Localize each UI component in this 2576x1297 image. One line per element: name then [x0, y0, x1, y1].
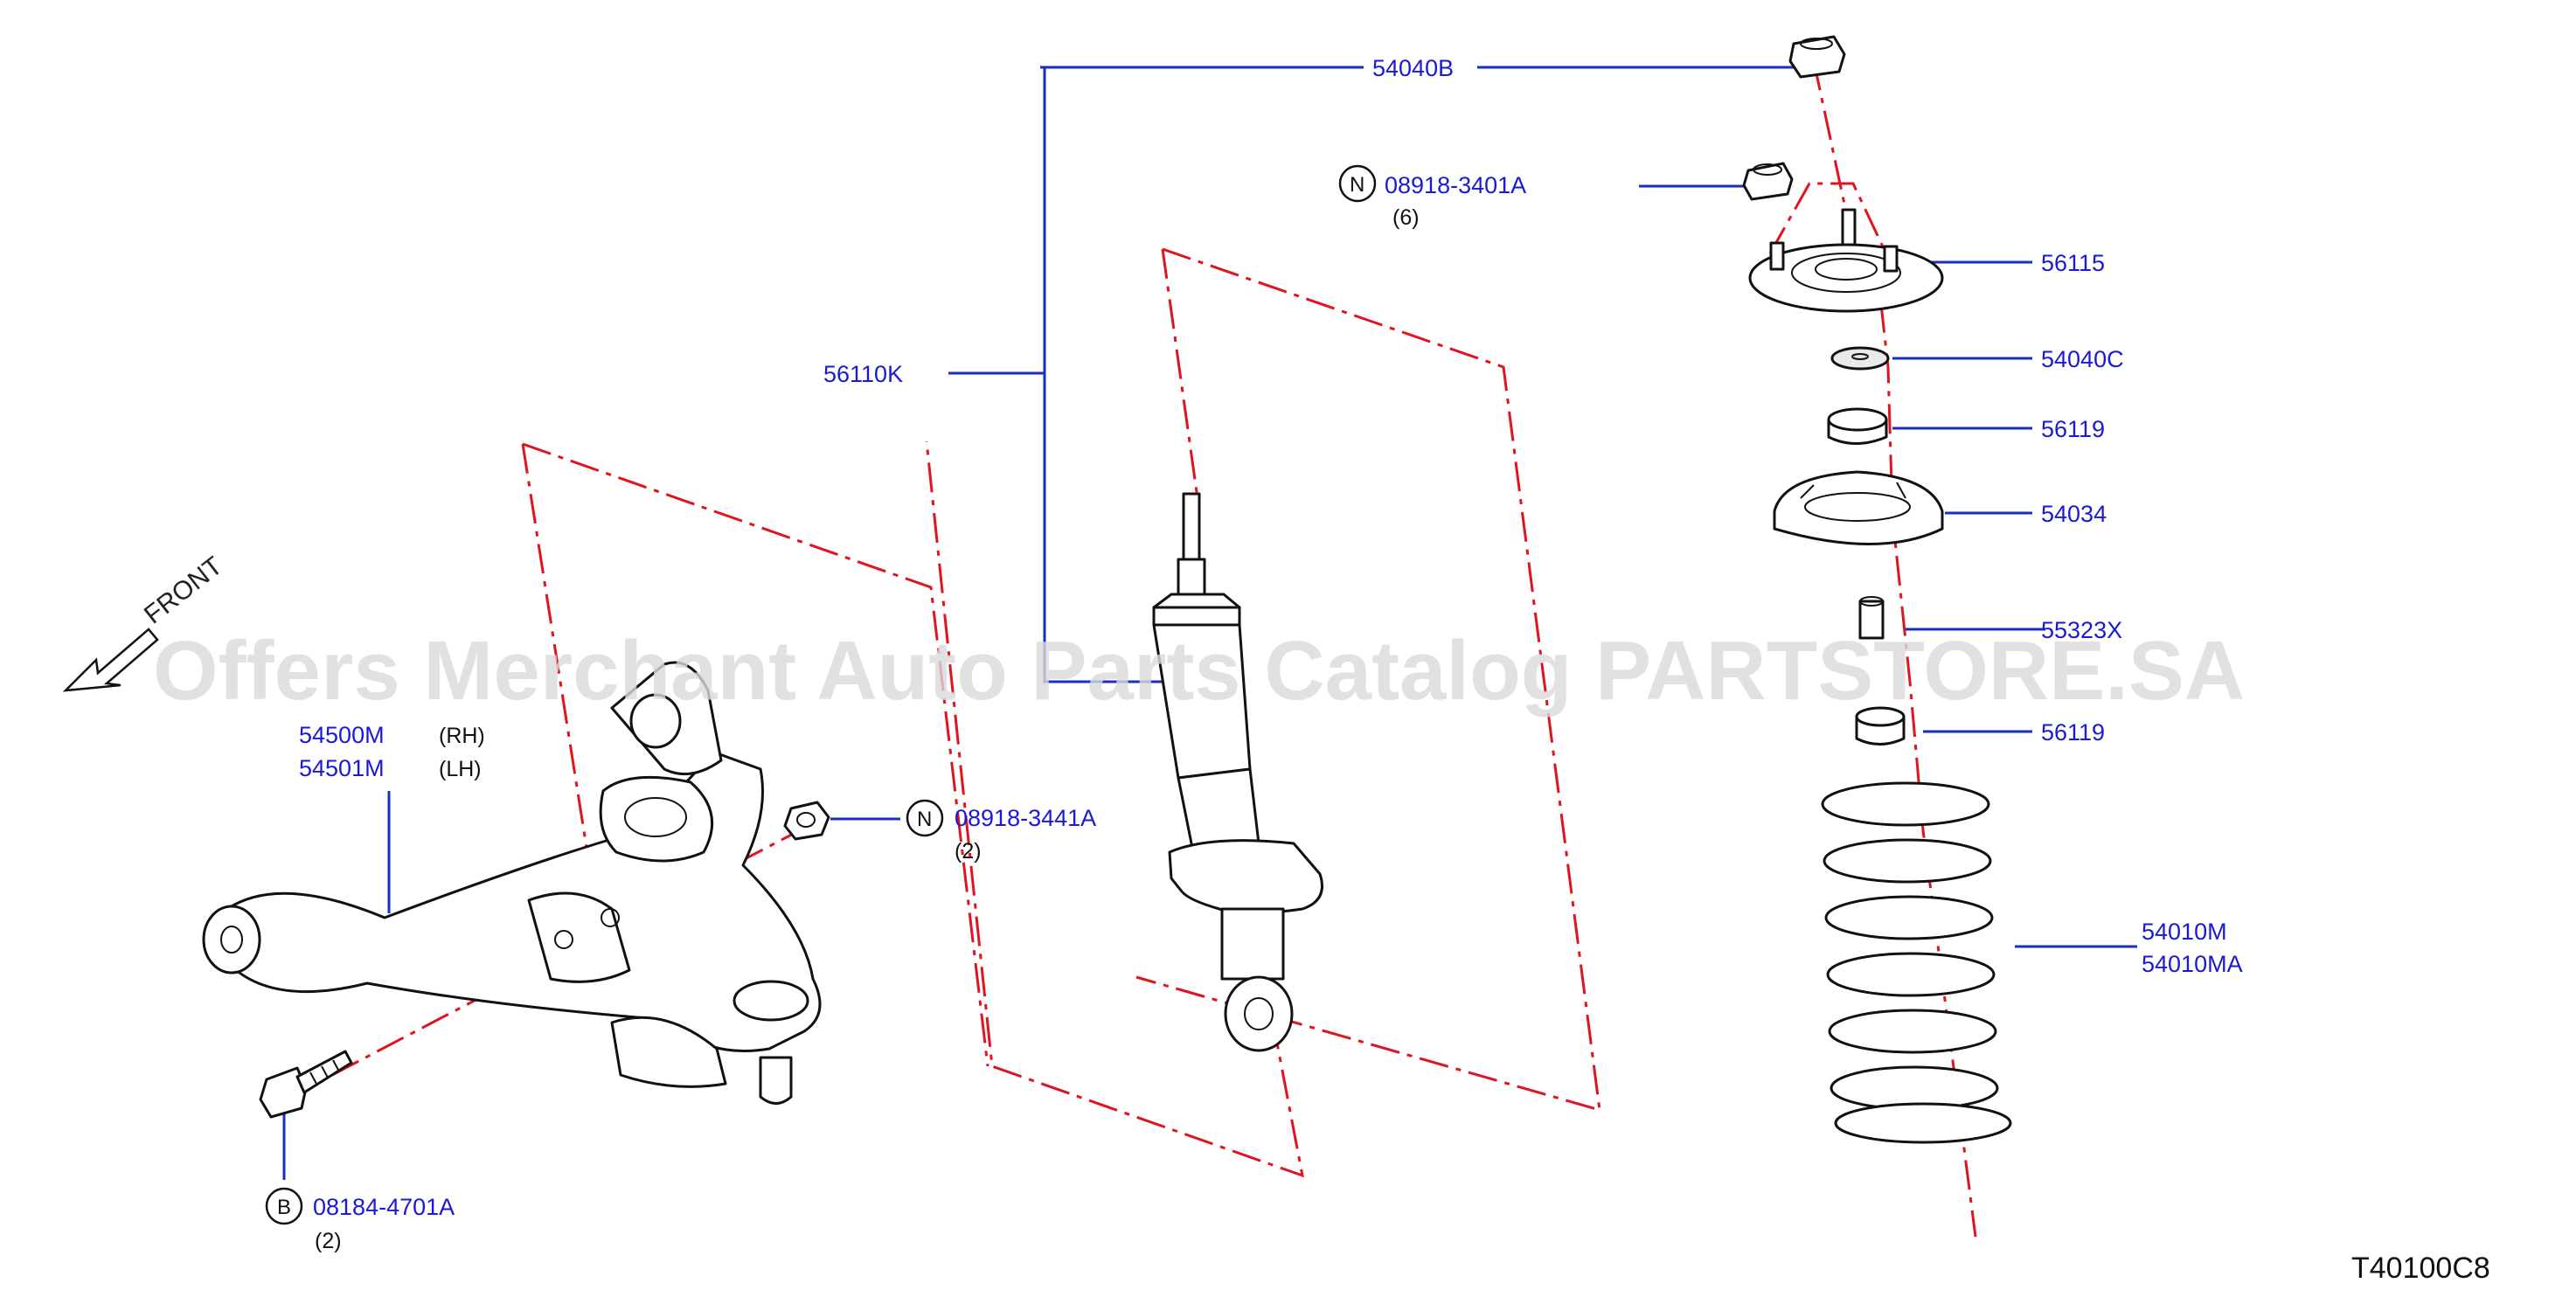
- arm-bolt-08184-4701A: [259, 1050, 353, 1119]
- top-nut-54040B: [1788, 35, 1846, 79]
- shock-envelope: [1135, 247, 1601, 1113]
- bound-stopper-55323X: [1858, 596, 1885, 640]
- shock-axis: [1161, 248, 1199, 499]
- label-54034[interactable]: 54034: [2041, 501, 2107, 527]
- mount-stud-lines: [1768, 182, 1890, 259]
- label-56119-upper[interactable]: 56119: [2041, 416, 2105, 442]
- label-rh: (RH): [439, 724, 485, 748]
- label-08918-3401A[interactable]: 08918-3401A: [1385, 172, 1526, 198]
- label-08918-3441A[interactable]: 08918-3441A: [955, 805, 1096, 831]
- label-54010MA[interactable]: 54010MA: [2142, 951, 2243, 977]
- coil-spring-54010M: [1821, 781, 2012, 1144]
- bushing-56119-lower: [1855, 706, 1906, 746]
- label-54040C[interactable]: 54040C: [2041, 346, 2124, 372]
- label-08184-4701A[interactable]: 08184-4701A: [313, 1194, 455, 1220]
- badge-n-3401A-letter: N: [1350, 173, 1364, 197]
- shock-absorber-56110K: [1152, 492, 1323, 1052]
- upper-mount-56115: [1748, 208, 1944, 313]
- label-54501M[interactable]: 54501M: [299, 755, 385, 781]
- qty-08918-3441A: (2): [955, 839, 982, 864]
- label-54010M[interactable]: 54010M: [2142, 919, 2227, 945]
- label-56115[interactable]: 56115: [2041, 250, 2105, 276]
- badge-n-3441A-letter: N: [917, 808, 932, 831]
- badge-n-3401A: N: [1338, 164, 1377, 203]
- lower-control-arm-54500M: [202, 661, 822, 1105]
- washer-54040C: [1830, 346, 1890, 371]
- label-56119-lower[interactable]: 56119: [2041, 719, 2105, 746]
- front-label: FRONT: [139, 551, 228, 630]
- part-labels: 54040B 08918-3401A (6) 56115 54040C 5611…: [299, 55, 2490, 1285]
- bushing-56119-upper: [1827, 407, 1888, 445]
- label-54040B[interactable]: 54040B: [1372, 55, 1454, 81]
- mount-nut-08918-3401A: [1742, 162, 1794, 201]
- badge-n-3441A: N: [906, 799, 944, 837]
- arm-envelope: [522, 442, 989, 1067]
- watermark: Offers Merchant Auto Parts Catalog PARTS…: [153, 624, 2245, 718]
- qty-08918-3401A: (6): [1392, 205, 1420, 230]
- leader-lines: [282, 66, 2137, 1180]
- label-56110K[interactable]: 56110K: [823, 361, 903, 387]
- badge-b-4701A-letter: B: [277, 1196, 291, 1219]
- label-55323X[interactable]: 55323X: [2041, 617, 2122, 643]
- label-lh: (LH): [439, 757, 482, 781]
- shock-lower-axis: [925, 440, 1304, 1178]
- arm-nut-08918-3441A: [783, 801, 830, 841]
- diagram-code: T40100C8: [2351, 1252, 2490, 1285]
- qty-08184-4701A: (2): [315, 1229, 342, 1253]
- badge-b-4701A: B: [265, 1187, 303, 1225]
- label-54500M[interactable]: 54500M: [299, 722, 385, 748]
- spring-seat-54034: [1773, 470, 1944, 545]
